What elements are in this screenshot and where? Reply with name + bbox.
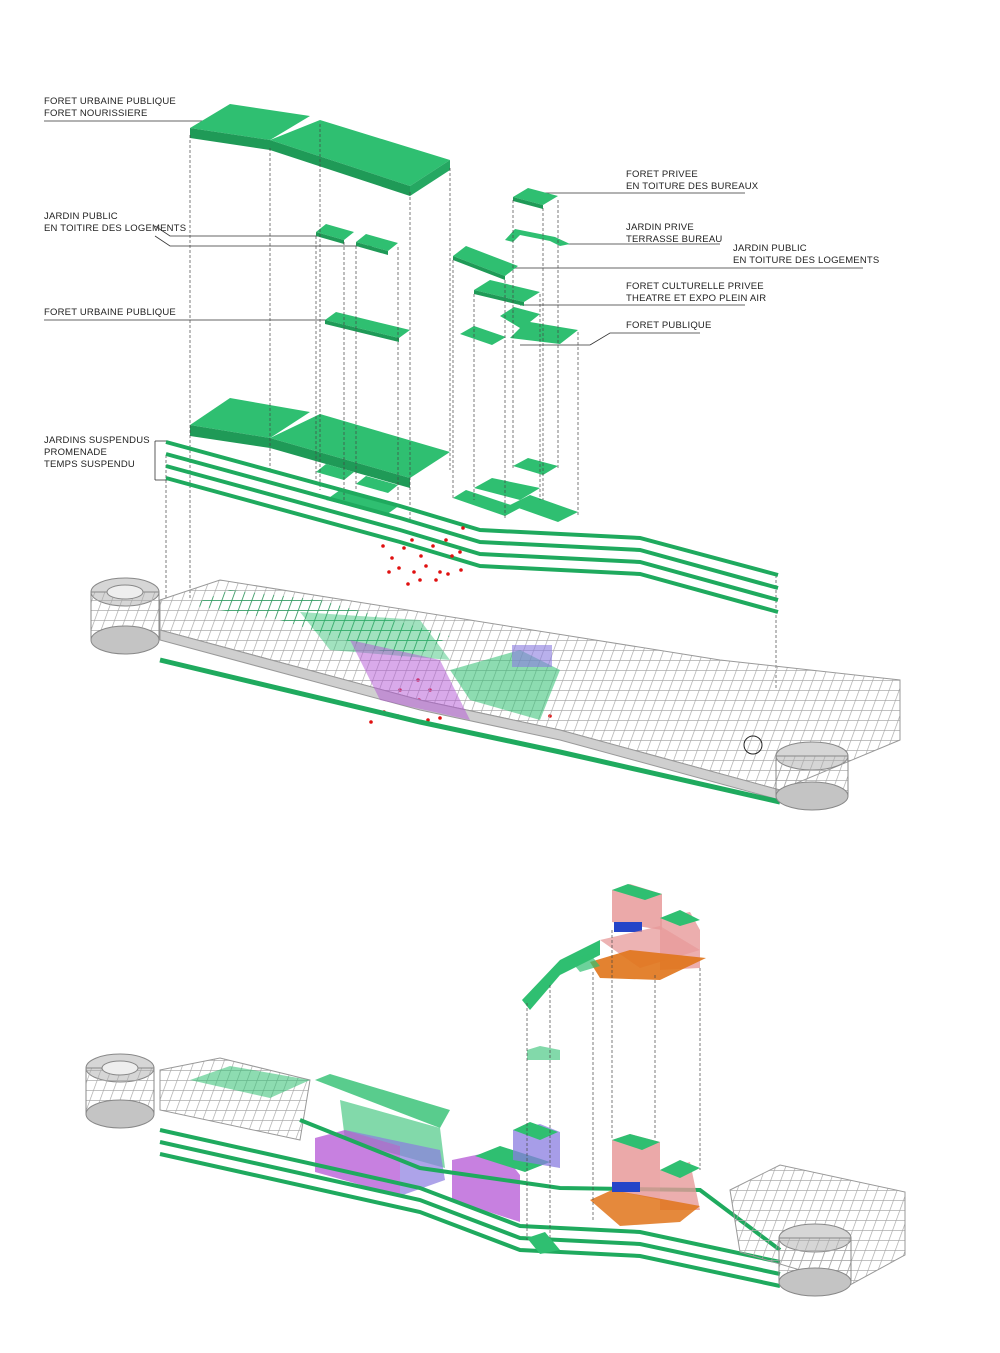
label-jardin-public-right: JARDIN PUBLIC [733, 243, 807, 254]
red-dot [438, 716, 442, 720]
red-dot [431, 544, 435, 548]
red-dot [410, 538, 414, 542]
red-dot [390, 556, 394, 560]
label-en-toitire-des-logements: EN TOITIRE DES LOGEMENTS [44, 223, 187, 234]
label-jardins-suspendus: JARDINS SUSPENDUS [44, 435, 150, 446]
red-dot [381, 544, 385, 548]
red-dot [438, 570, 442, 574]
building-structure-bottom [85, 1046, 906, 1297]
exploded-green-slabs [190, 104, 578, 522]
red-dot [387, 570, 391, 574]
red-dot [459, 568, 463, 572]
projection-lines-bottom [526, 930, 701, 1240]
red-dot [406, 582, 410, 586]
red-dot [426, 718, 430, 722]
label-terrasse-bureau: TERRASSE BUREAU [626, 234, 723, 245]
red-dot [424, 564, 428, 568]
red-dot [450, 554, 454, 558]
label-theatre-et-expo: THEATRE ET EXPO PLEIN AIR [626, 293, 767, 304]
leader-lines [44, 120, 863, 481]
red-dot [434, 578, 438, 582]
label-jardin-prive: JARDIN PRIVE [626, 222, 694, 233]
label-foret-urbaine-publique-top: FORET URBAINE PUBLIQUE [44, 96, 176, 107]
label-foret-culturelle-privee: FORET CULTURELLE PRIVEE [626, 281, 764, 292]
label-jardin-public-left: JARDIN PUBLIC [44, 211, 118, 222]
red-dot [418, 578, 422, 582]
building-structure-top [90, 577, 901, 811]
projection-lines-top [165, 124, 777, 690]
label-foret-nourissiere: FORET NOURISSIERE [44, 108, 148, 119]
red-dot [458, 550, 462, 554]
label-foret-urbaine-publique-mid: FORET URBAINE PUBLIQUE [44, 307, 176, 318]
label-foret-publique: FORET PUBLIQUE [626, 320, 712, 331]
label-en-toiture-des-bureaux: EN TOITURE DES BUREAUX [626, 181, 759, 192]
red-dot [461, 526, 465, 530]
red-dot [446, 572, 450, 576]
red-dot [444, 538, 448, 542]
label-en-toiture-des-logements: EN TOITURE DES LOGEMENTS [733, 255, 880, 266]
red-dot [402, 546, 406, 550]
floating-tower [522, 884, 706, 1010]
red-dot [397, 566, 401, 570]
promenade-ribbons-top [165, 440, 779, 614]
label-promenade: PROMENADE [44, 447, 108, 458]
label-foret-privee: FORET PRIVEE [626, 169, 698, 180]
red-dot [369, 720, 373, 724]
red-dot [412, 570, 416, 574]
red-dot [419, 554, 423, 558]
label-temps-suspendu: TEMPS SUSPENDU [44, 459, 135, 470]
